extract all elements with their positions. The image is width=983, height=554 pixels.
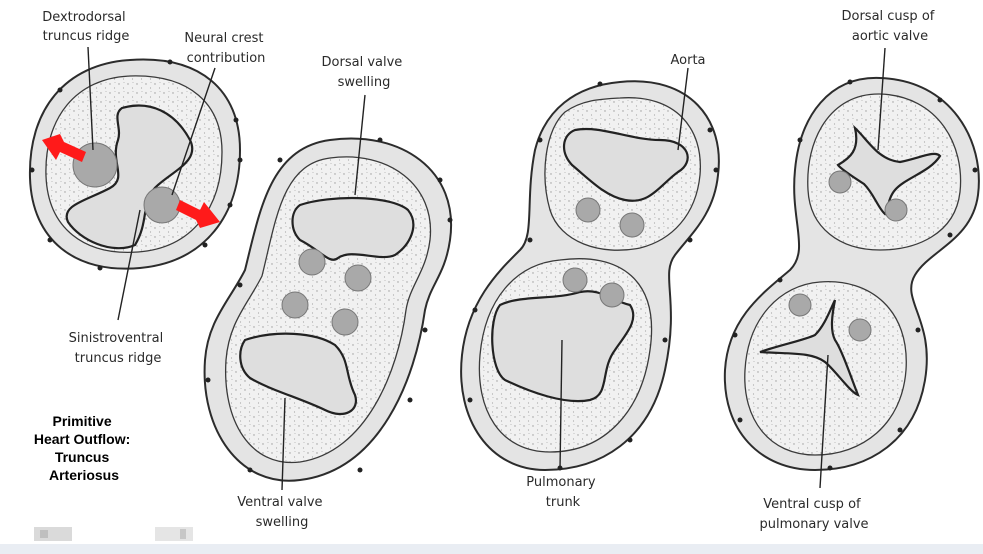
pulmonary-valve-lumen	[759, 299, 860, 397]
section-2-ventral-lumen	[239, 332, 358, 416]
label-aorta: Aorta	[670, 53, 705, 68]
bottom-strip	[0, 544, 983, 554]
section-4-semilunar-valves	[723, 76, 980, 472]
arrow-icon-sinistroventral	[176, 200, 220, 228]
aorta-lumen	[563, 127, 689, 202]
figure-caption: Primitive Heart Outflow: Truncus Arterio…	[34, 413, 134, 483]
label-dorsal-cusp: Dorsal cusp of aortic valve	[841, 9, 938, 44]
label-ventral-valve-swelling: Ventral valve swelling	[237, 495, 326, 530]
label-ventral-cusp: Ventral cusp of pulmonary valve	[759, 497, 868, 532]
label-dextrodorsal-ridge: Dextrodorsal truncus ridge	[42, 10, 130, 44]
section-3-aorta-pulmonary	[460, 80, 720, 472]
section-2-valve-swellings	[203, 137, 453, 482]
label-dorsal-valve-swelling: Dorsal valve swelling	[322, 55, 407, 90]
arrow-icon-dextrodorsal	[42, 134, 86, 162]
leader-lines	[87, 46, 886, 491]
label-sinistroventral-ridge: Sinistroventral truncus ridge	[69, 331, 168, 366]
pulmonary-trunk-lumen	[491, 290, 635, 403]
label-neural-crest: Neural crest contribution	[184, 31, 267, 66]
section-2-dorsal-lumen	[291, 196, 415, 261]
scan-artifact-thumbnails	[34, 527, 193, 541]
label-pulmonary-trunk: Pulmonary trunk	[526, 475, 599, 510]
section-1-truncus	[28, 58, 243, 271]
sinistroventral-ridge-swelling	[143, 186, 181, 224]
